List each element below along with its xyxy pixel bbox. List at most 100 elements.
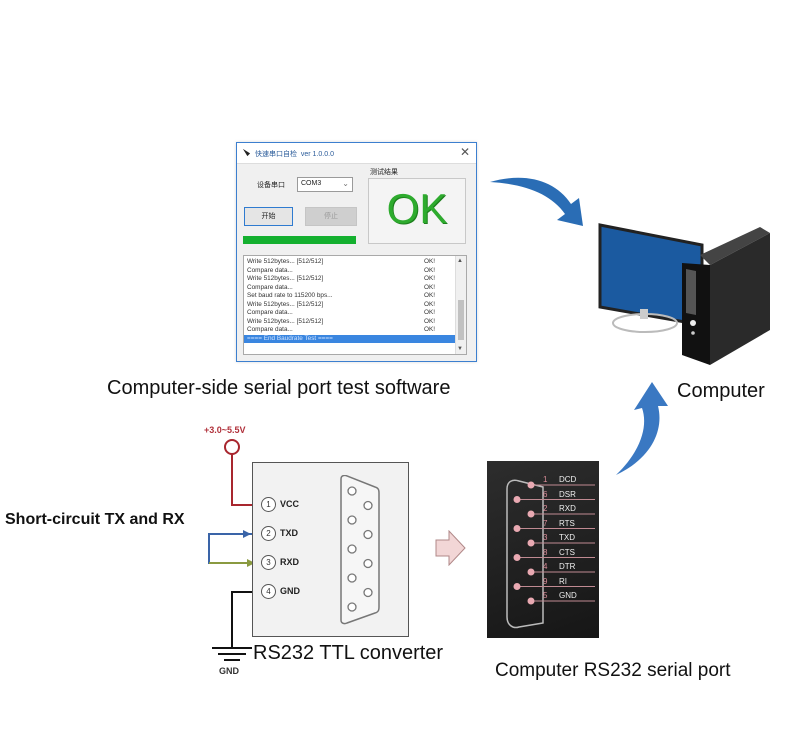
db9-hole bbox=[363, 558, 373, 569]
window-title-bar: 快速串口自检 ver 1.0.0.0 ✕ bbox=[237, 143, 476, 164]
log-row[interactable]: Compare data...OK! bbox=[244, 284, 466, 293]
voltage-label: +3.0~5.5V bbox=[204, 425, 246, 435]
log-row[interactable]: Compare data... OK! bbox=[244, 267, 466, 276]
port-pin-number: 4 bbox=[543, 562, 548, 571]
log-status: OK! bbox=[424, 309, 436, 316]
stop-button[interactable]: 停止 bbox=[305, 207, 357, 226]
log-message: Compare data... bbox=[247, 283, 293, 291]
log-row[interactable]: ==== End Baudrate Test ==== bbox=[244, 334, 466, 343]
software-caption: Computer-side serial port test software bbox=[107, 377, 451, 399]
app-logo-icon bbox=[242, 148, 251, 157]
db9-pin bbox=[527, 597, 535, 605]
port-select[interactable]: COM3 ⌄ bbox=[297, 177, 353, 192]
db9-hole bbox=[347, 486, 357, 496]
port-pin-label: DSR bbox=[559, 489, 576, 499]
db9-hole bbox=[347, 544, 357, 554]
log-row[interactable]: Write 512bytes... [512/512] OK! bbox=[244, 318, 466, 327]
log-row[interactable]: Write 512bytes... [512/512] OK! bbox=[244, 301, 466, 310]
log-scrollbar[interactable]: ▲ ▼ bbox=[455, 256, 466, 354]
computer-caption: Computer bbox=[677, 380, 765, 402]
port-pin-number: 8 bbox=[543, 547, 548, 557]
pin-number-badge: 1 bbox=[261, 497, 276, 512]
short-circuit-caption: Short-circuit TX and RX bbox=[5, 511, 185, 528]
port-pin-label: CTS bbox=[559, 547, 575, 557]
db9-hole bbox=[363, 587, 373, 598]
log-message: Compare data... bbox=[247, 266, 293, 274]
result-ok-text: OK bbox=[386, 185, 448, 232]
port-value: COM3 bbox=[301, 180, 322, 187]
port-pin-label: RTS bbox=[559, 518, 575, 528]
port-pin-number: 7 bbox=[543, 518, 548, 528]
db9-hole bbox=[347, 602, 357, 612]
log-row[interactable]: Set baud rate to 115200 bps... OK! bbox=[244, 292, 466, 301]
log-list[interactable]: Write 512bytes... [512/512]OK!Compare da… bbox=[243, 255, 467, 355]
log-message: Write 512bytes... [512/512] bbox=[247, 258, 324, 265]
log-status: OK! bbox=[424, 292, 436, 299]
log-message: Write 512bytes... [512/512] bbox=[247, 317, 324, 325]
db9-male-connector-icon bbox=[506, 479, 595, 629]
log-message: Set baud rate to 115200 bps... bbox=[247, 292, 333, 299]
serial-port-caption: Computer RS232 serial port bbox=[495, 660, 731, 681]
db9-pin bbox=[527, 539, 535, 547]
converter-caption: RS232 TTL converter bbox=[253, 642, 444, 664]
pin-label: RXD bbox=[280, 557, 300, 567]
db9-hole bbox=[347, 573, 357, 583]
scroll-up-icon[interactable]: ▲ bbox=[457, 258, 463, 264]
progress-bar bbox=[243, 236, 356, 244]
scroll-down-icon[interactable]: ▼ bbox=[457, 346, 463, 352]
db9-pin bbox=[527, 510, 535, 518]
db9-pin bbox=[513, 525, 521, 532]
log-row[interactable]: Compare data... OK! bbox=[244, 309, 466, 318]
db9-hole bbox=[363, 500, 373, 511]
start-button[interactable]: 开始 bbox=[244, 207, 293, 226]
pin-number-badge: 4 bbox=[261, 584, 276, 599]
db9-pin bbox=[513, 583, 521, 590]
log-message: ==== End Baudrate Test ==== bbox=[247, 334, 333, 342]
log-message: Write 512bytes... [512/512] bbox=[247, 275, 324, 282]
log-row[interactable]: Write 512bytes... [512/512] OK! bbox=[244, 275, 466, 284]
chevron-down-icon: ⌄ bbox=[342, 179, 349, 188]
port-pin-number: 3 bbox=[543, 533, 548, 542]
db9-connector-outline-icon bbox=[340, 475, 380, 625]
db9-pin bbox=[527, 568, 535, 576]
power-terminal-icon bbox=[224, 439, 240, 455]
port-pin-label: GND bbox=[559, 591, 577, 600]
port-pin-label: DCD bbox=[559, 475, 577, 484]
ground-label: GND bbox=[219, 666, 239, 676]
port-pin-number: 5 bbox=[543, 591, 548, 600]
log-row[interactable]: Write 512bytes... [512/512] OK! bbox=[244, 258, 466, 267]
arrow-up-to-computer-icon bbox=[616, 382, 668, 475]
log-status: OK! bbox=[424, 300, 436, 308]
pin-label: GND bbox=[280, 586, 300, 596]
port-pin-number: 6 bbox=[543, 489, 548, 499]
log-status: OK! bbox=[424, 326, 436, 333]
scrollbar-thumb[interactable] bbox=[458, 300, 464, 340]
port-pin-number: 2 bbox=[543, 504, 548, 513]
db9-pin bbox=[513, 496, 521, 503]
result-group-label: 测试结果 bbox=[370, 169, 398, 176]
log-status: OK! bbox=[424, 317, 436, 325]
port-pin-number: 1 bbox=[543, 475, 548, 484]
serial-test-software-window: 快速串口自检 ver 1.0.0.0 ✕ 设备串口 COM3 ⌄ 开始 停止 测… bbox=[236, 142, 477, 362]
db9-hole bbox=[347, 515, 357, 525]
close-button[interactable]: ✕ bbox=[459, 145, 470, 159]
computer-icon bbox=[598, 223, 770, 365]
log-status: OK! bbox=[424, 266, 436, 274]
arrow-right-icon bbox=[435, 530, 466, 566]
log-row[interactable]: Compare data...OK! bbox=[244, 326, 466, 335]
window-title: 快速串口自检 ver 1.0.0.0 bbox=[255, 151, 334, 158]
port-pin-number: 9 bbox=[543, 576, 548, 586]
port-pin-label: RXD bbox=[559, 504, 576, 513]
db9-hole bbox=[363, 529, 373, 540]
log-message: Write 512bytes... [512/512] bbox=[247, 300, 324, 308]
port-pin-label: TXD bbox=[559, 533, 575, 542]
arrow-to-computer-icon bbox=[490, 177, 583, 226]
pin-number-badge: 2 bbox=[261, 526, 276, 541]
progress-fill bbox=[243, 236, 356, 244]
log-status: OK! bbox=[424, 275, 436, 282]
log-message: Compare data... bbox=[247, 309, 293, 316]
port-pin-label: DTR bbox=[559, 562, 576, 571]
port-label: 设备串口 bbox=[257, 182, 285, 189]
log-status: OK! bbox=[424, 258, 436, 265]
